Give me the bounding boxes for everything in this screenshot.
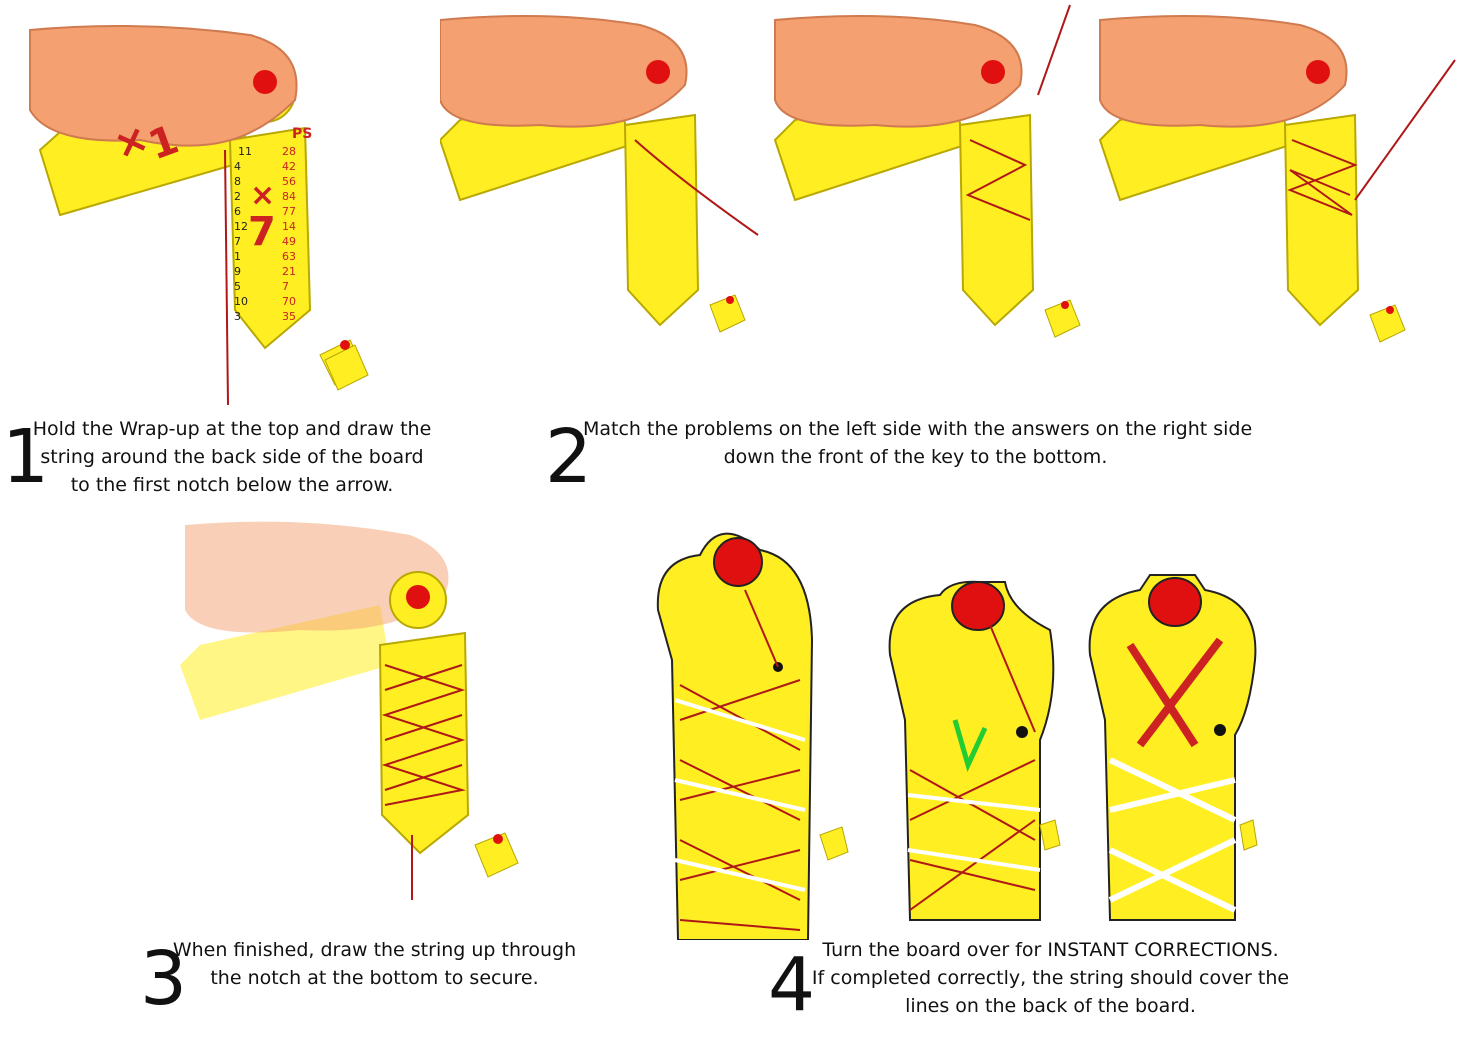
svg-text:10: 10	[234, 295, 248, 308]
svg-text:8: 8	[234, 175, 241, 188]
svg-text:6: 6	[234, 205, 241, 218]
svg-text:35: 35	[282, 310, 296, 323]
digit-key: 7	[248, 209, 276, 255]
svg-text:5: 5	[234, 280, 241, 293]
right-number-column: 28 42 56 84 77 14 49 63 21 7 70 35	[282, 145, 296, 323]
step-4-caption: Turn the board over for INSTANT CORRECTI…	[811, 939, 1290, 1017]
operator-key: ×	[250, 178, 275, 213]
left-number-column: 11 4 8 2 6 12 7 1 9 5 10 3	[234, 145, 252, 323]
step-3-illustration	[180, 515, 540, 905]
step-4-number: 4	[768, 942, 816, 1028]
logo: PS	[292, 126, 312, 142]
svg-text:70: 70	[282, 295, 296, 308]
board-back-c	[1088, 574, 1258, 921]
step-3-number: 3	[140, 936, 188, 1022]
svg-text:4: 4	[234, 160, 241, 173]
step-2-caption: Match the problems on the left side with…	[583, 418, 1253, 468]
step-1-caption: Hold the Wrap-up at the top and draw the…	[32, 418, 432, 496]
mini-keys-icon	[319, 339, 369, 391]
step-2-number: 2	[545, 414, 593, 500]
board-stage-c	[1098, 15, 1456, 343]
svg-text:63: 63	[282, 250, 296, 263]
step-3-caption: When finished, draw the string up throug…	[172, 939, 577, 989]
svg-text:11: 11	[238, 145, 252, 158]
svg-text:3: 3	[234, 310, 241, 323]
svg-text:49: 49	[282, 235, 296, 248]
svg-text:9: 9	[234, 265, 241, 278]
board-stage-b	[773, 4, 1081, 338]
svg-text:28: 28	[282, 145, 296, 158]
svg-text:7: 7	[282, 280, 289, 293]
svg-text:77: 77	[282, 205, 296, 218]
step-4-illustration	[650, 520, 1260, 941]
svg-text:84: 84	[282, 190, 296, 203]
board-back-a	[656, 532, 849, 941]
svg-text:21: 21	[282, 265, 296, 278]
mini-keys-icon	[474, 832, 519, 878]
svg-text:12: 12	[234, 220, 248, 233]
step-2-illustration	[438, 0, 1460, 400]
board-back-b	[888, 580, 1061, 921]
cross-mark-icon	[1126, 637, 1224, 748]
step-1-number: 1	[2, 414, 50, 500]
check-mark-icon	[952, 719, 988, 773]
svg-text:7: 7	[234, 235, 241, 248]
svg-text:14: 14	[282, 220, 296, 233]
board-stage-a	[438, 15, 759, 333]
svg-text:56: 56	[282, 175, 296, 188]
step-1-illustration: × 1 × 7 11 4 8 2 6 12 7 1 9 5 10 3 28 42…	[20, 10, 400, 410]
svg-text:1: 1	[234, 250, 241, 263]
svg-text:2: 2	[234, 190, 241, 203]
svg-text:42: 42	[282, 160, 296, 173]
